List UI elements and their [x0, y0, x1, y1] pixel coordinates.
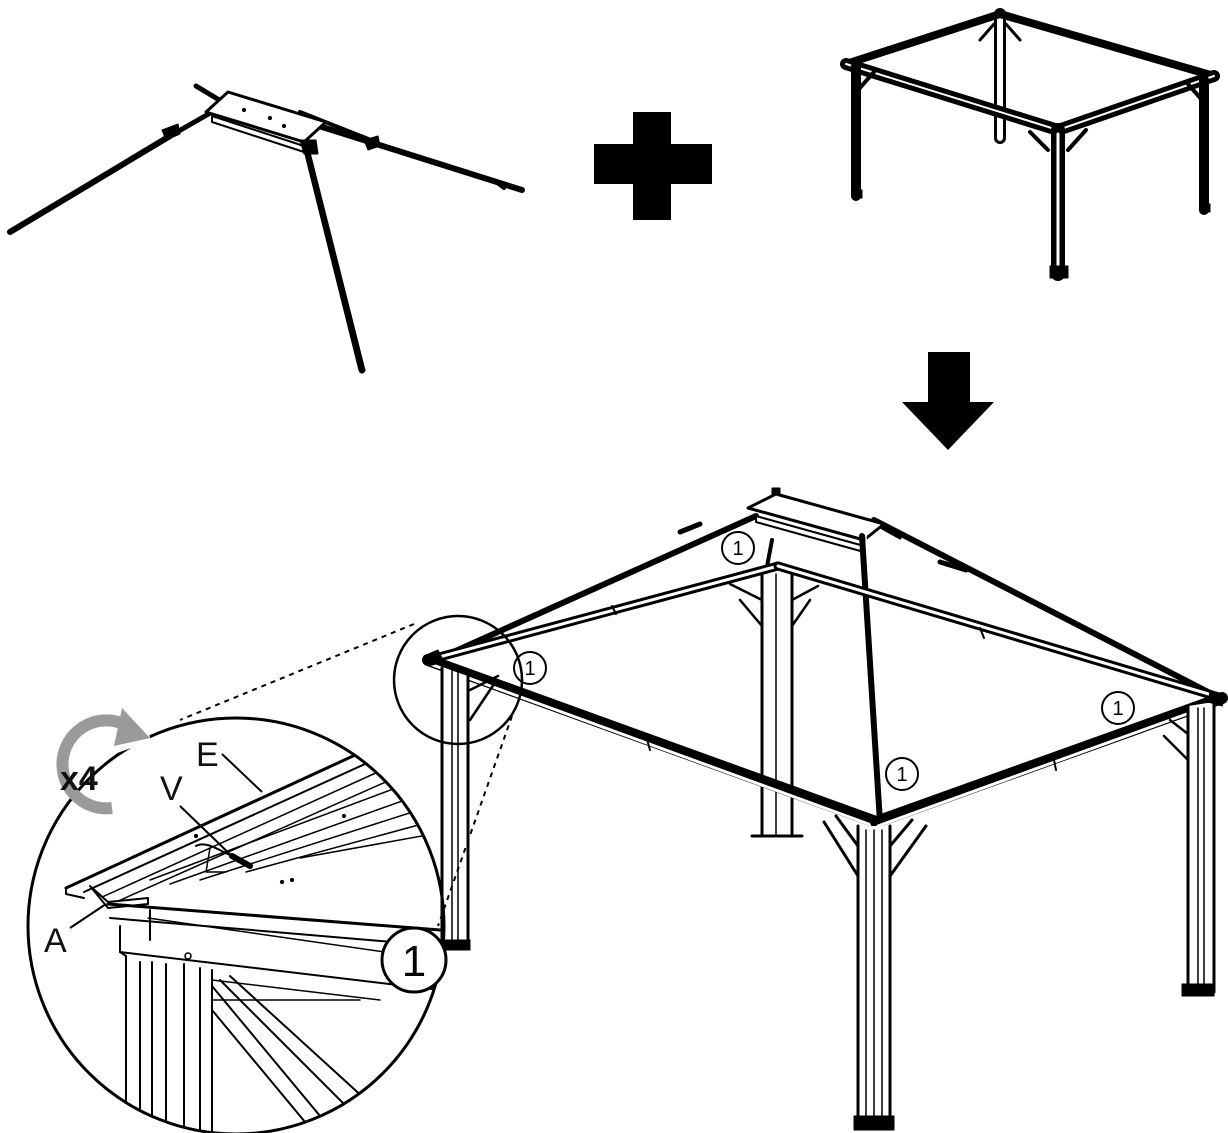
callout-number: 1 [402, 937, 426, 986]
roof-crown-plate [204, 90, 328, 144]
gazebo-roof-rafter-right [871, 517, 1215, 697]
down-arrow-icon [902, 352, 994, 450]
detail-callout: 1 [380, 926, 448, 994]
label-a-group: A [44, 903, 107, 960]
gazebo-roof-crown-plate [746, 492, 886, 542]
gazebo-callout-top: 1 [721, 531, 755, 565]
roof-rafter-right [297, 117, 525, 193]
callout-number: 1 [524, 658, 535, 680]
detail-post [125, 959, 411, 1133]
label-e-group: E [196, 736, 263, 793]
detail-pointer [179, 614, 524, 927]
gazebo-roof-rafter-left [437, 513, 759, 661]
base-frame [840, 8, 1220, 281]
roof-rafter-front [302, 142, 366, 374]
label-a: A [44, 922, 67, 960]
gazebo-right-post [1162, 700, 1216, 997]
label-v: V [160, 770, 183, 808]
roof-assembly [7, 83, 525, 374]
gazebo-front-post [822, 814, 928, 1131]
detail-zoom-outline [26, 716, 446, 1133]
gazebo-roof-rafter-front [859, 533, 883, 825]
base-frame-back-left-beam [842, 10, 1004, 68]
callout-number: 1 [1112, 698, 1123, 720]
assembled-gazebo [422, 487, 1228, 1131]
callout-number: 1 [896, 764, 907, 786]
callout-number: 1 [732, 538, 743, 560]
gazebo-callout-right: 1 [1101, 691, 1135, 725]
gazebo-beam-front-left [422, 654, 882, 828]
repeat-count-label: x4 [60, 760, 98, 798]
base-frame-back-right-beam [996, 10, 1218, 80]
plus-icon [594, 112, 712, 220]
label-v-group: V [160, 770, 239, 863]
label-e: E [196, 736, 219, 774]
roof-rafter-left [7, 133, 173, 235]
rotate-arrow-icon [56, 708, 150, 815]
detail-zoom: 1 E V A [26, 716, 448, 1133]
gazebo-left-post [439, 666, 500, 951]
gazebo-beam-front-right [870, 692, 1228, 828]
gazebo-callout-front: 1 [885, 757, 919, 791]
